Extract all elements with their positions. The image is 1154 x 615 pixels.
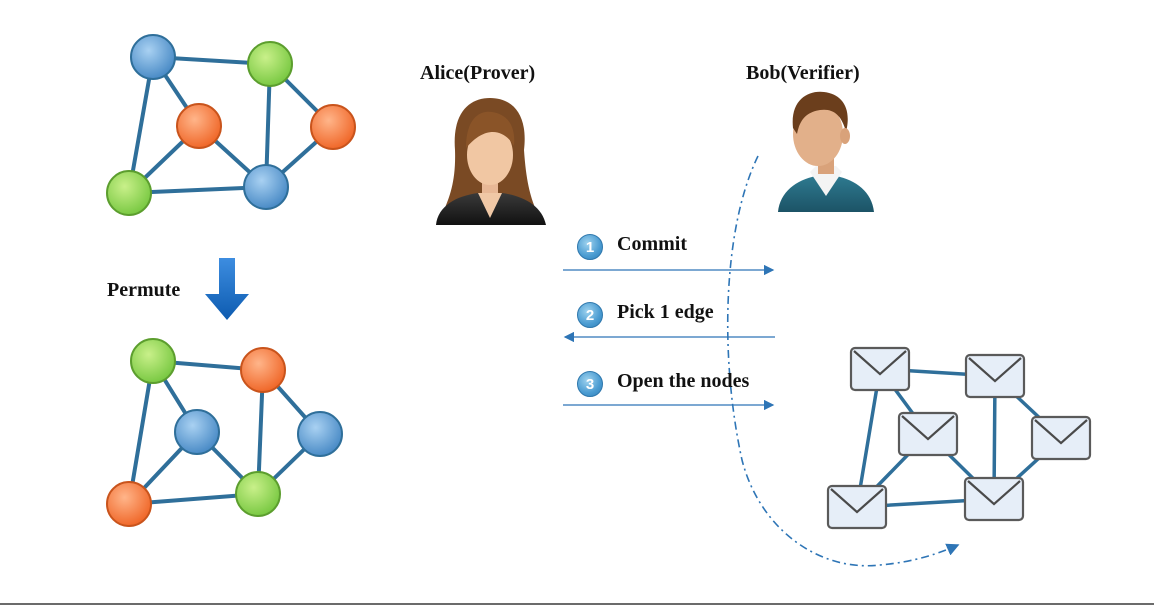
step-3-label: Open the nodes (617, 370, 750, 392)
envelope-icon (897, 411, 959, 457)
graph-edge (855, 367, 882, 509)
verifier-label: Bob(Verifier) (746, 62, 860, 84)
woman-avatar-icon (436, 98, 546, 225)
envelope-icon (964, 353, 1026, 399)
step-2-label: Pick 1 edge (617, 301, 714, 323)
envelope-icon (1030, 415, 1092, 461)
graph-node-orange (310, 104, 356, 150)
message-arrows (563, 264, 775, 411)
graph-node-green (235, 471, 281, 517)
step-3-badge: 3 (577, 371, 603, 397)
permuted-graph (106, 338, 343, 527)
envelope-icon (826, 484, 888, 530)
committed-graph (826, 346, 1092, 530)
envelope-icon (963, 476, 1025, 522)
original-graph (106, 34, 356, 216)
challenge-path-curve (726, 155, 960, 567)
graph-node-blue (130, 34, 176, 80)
graph-node-orange (176, 103, 222, 149)
graph-edge (127, 55, 155, 195)
graph-node-orange (240, 347, 286, 393)
graph-node-blue (243, 164, 289, 210)
step-2-badge: 2 (577, 302, 603, 328)
permute-arrow-icon (205, 258, 249, 320)
graph-node-orange (106, 481, 152, 527)
prover-label: Alice(Prover) (420, 62, 536, 84)
permute-label: Permute (107, 279, 181, 301)
graph-node-green (130, 338, 176, 384)
graph-node-green (247, 41, 293, 87)
graph-node-green (106, 170, 152, 216)
step-1-label: Commit (617, 233, 687, 255)
graph-edge (127, 359, 155, 506)
envelope-icon (849, 346, 911, 392)
step-1-badge: 1 (577, 234, 603, 260)
graph-node-blue (174, 409, 220, 455)
graph-node-blue (297, 411, 343, 457)
man-avatar-icon (778, 91, 874, 212)
bottom-divider (0, 603, 1154, 605)
